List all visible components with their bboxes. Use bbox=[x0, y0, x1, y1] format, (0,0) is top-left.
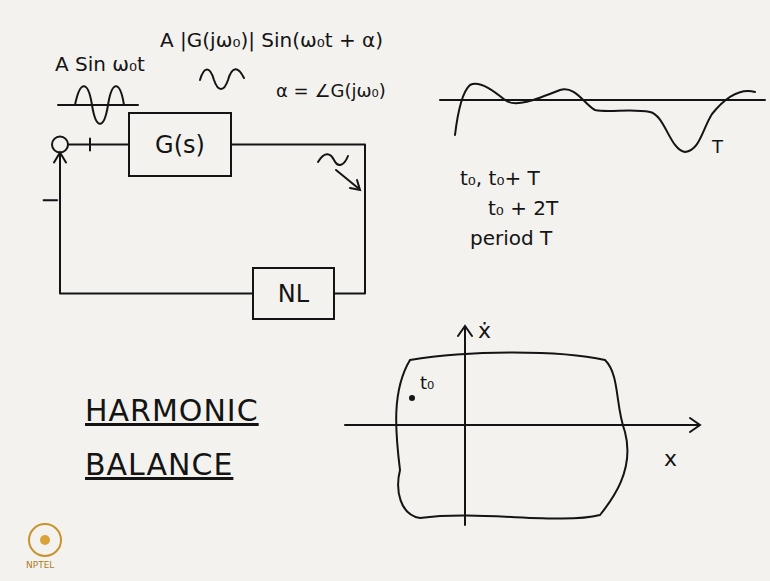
x-axis bbox=[345, 418, 700, 432]
arrowhead bbox=[54, 153, 66, 163]
distorted-wave-axis bbox=[440, 99, 765, 101]
block-box: NL bbox=[252, 267, 335, 320]
logo-center bbox=[40, 535, 50, 545]
xdot-axis bbox=[458, 326, 472, 525]
heading: HARMONIC BALANCE bbox=[85, 384, 315, 492]
pointer-arrowhead bbox=[350, 180, 360, 190]
input-sine bbox=[75, 86, 124, 124]
distorted-wave bbox=[455, 84, 755, 152]
note-label: ẋ bbox=[478, 318, 491, 344]
block-box: G(s) bbox=[128, 112, 232, 177]
block-label: NL bbox=[278, 280, 309, 308]
note-label: A |G(jω₀)| Sin(ω₀t + α) bbox=[160, 28, 383, 52]
squiggle bbox=[318, 154, 348, 165]
note-label: α = ∠G(jω₀) bbox=[276, 80, 386, 102]
note-label: T bbox=[712, 136, 723, 158]
note-label: t₀ bbox=[420, 372, 434, 394]
note-label: t₀, t₀+ T bbox=[460, 166, 540, 190]
pointer-arrow bbox=[336, 170, 358, 188]
t0-dot bbox=[409, 395, 415, 401]
output-sine bbox=[200, 69, 244, 89]
logo-ring bbox=[29, 524, 61, 556]
note-label: NPTEL bbox=[26, 560, 54, 571]
summing-junction bbox=[52, 137, 68, 153]
note-label: period T bbox=[470, 226, 552, 250]
block-label: G(s) bbox=[155, 131, 205, 159]
note-label: t₀ + 2T bbox=[488, 196, 558, 220]
limit-cycle bbox=[396, 353, 627, 519]
feedback-wire bbox=[68, 139, 128, 151]
sine-axis bbox=[58, 104, 138, 106]
note-label: A Sin ω₀t bbox=[55, 52, 145, 76]
note-label: x bbox=[664, 446, 677, 472]
note-label: − bbox=[40, 186, 60, 215]
